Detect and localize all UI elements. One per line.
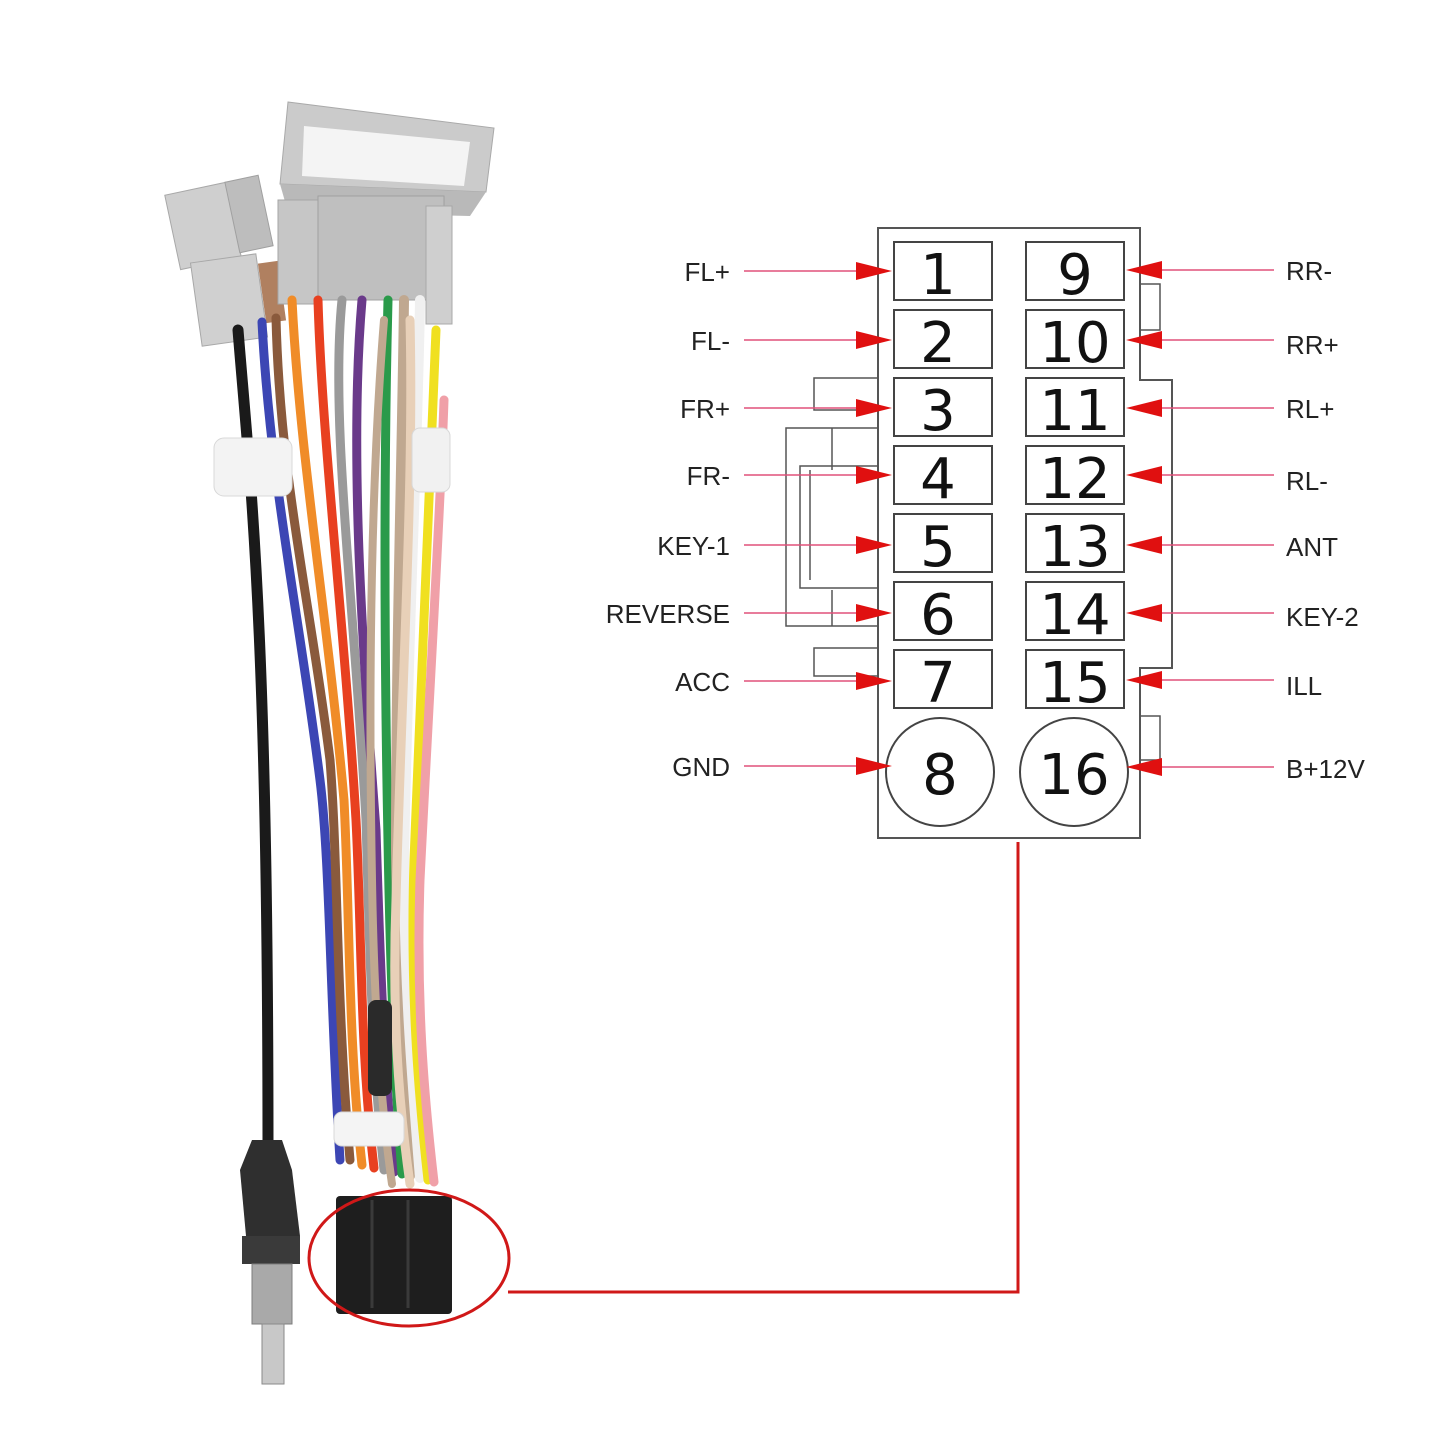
pin-11: 11 [1025, 377, 1125, 444]
pin-label: FL+ [684, 257, 730, 287]
pin-14: 14 [1025, 581, 1125, 648]
pinout-diagram: 1 2 3 4 5 6 7 [606, 227, 1365, 839]
harness-end-connector [336, 1196, 452, 1314]
pin-12: 12 [1025, 445, 1125, 512]
pin-15: 15 [1025, 649, 1125, 716]
pin-label: GND [672, 752, 730, 782]
arrow-icon [856, 757, 892, 775]
pin-number: 2 [920, 311, 956, 376]
pin-label: B+12V [1286, 754, 1365, 784]
cable-tie [411, 427, 451, 493]
pin-number: 12 [1039, 447, 1110, 512]
heat-shrink [368, 1000, 392, 1096]
pin-label: ANT [1286, 532, 1338, 562]
arrow-icon [1126, 331, 1162, 349]
arrow-icon [1126, 466, 1162, 484]
pin-number: 5 [920, 515, 956, 580]
cable-tie [213, 437, 293, 497]
pin-number: 10 [1039, 311, 1110, 376]
pin-5: 5 [893, 513, 993, 580]
cable-tie [333, 1111, 405, 1147]
pin-number: 9 [1057, 243, 1093, 308]
arrow-icon [856, 262, 892, 280]
arrow-icon [856, 331, 892, 349]
arrow-icon [1126, 758, 1162, 776]
pin-2: 2 [893, 309, 993, 376]
arrow-icon [856, 399, 892, 417]
callout-ellipse [307, 1188, 511, 1328]
arrow-icon [1126, 399, 1162, 417]
pin-number: 15 [1039, 651, 1110, 716]
arrow-icon [856, 466, 892, 484]
pin-label: RL+ [1286, 394, 1334, 424]
right-pin-column: 9 10 11 12 13 14 [1019, 241, 1129, 827]
pin-6: 6 [893, 581, 993, 648]
harness-illustration [164, 101, 1020, 1385]
main-connector [277, 101, 495, 325]
pin-10: 10 [1025, 309, 1125, 376]
callout-line [508, 842, 1020, 1294]
pin-label: RL- [1286, 466, 1328, 496]
pin-8: 8 [885, 717, 995, 827]
arrow-icon [856, 536, 892, 554]
pin-label: ILL [1286, 671, 1322, 701]
pin-label: FL- [691, 326, 730, 356]
pin-4: 4 [893, 445, 993, 512]
pin-number: 14 [1039, 583, 1110, 648]
left-leaders: FL+ FL- FR+ FR- KEY-1 REVERSE ACC GND [606, 257, 892, 782]
pin-number: 16 [1038, 743, 1109, 808]
pin-number: 8 [922, 743, 958, 808]
pin-3: 3 [893, 377, 993, 444]
right-leaders: RR- RR+ RL+ RL- ANT KEY-2 ILL B+12V [1126, 256, 1365, 784]
pin-label: FR+ [680, 394, 730, 424]
arrow-icon [1126, 671, 1162, 689]
pin-label: FR- [687, 461, 730, 491]
pin-number: 4 [920, 447, 956, 512]
pin-9: 9 [1025, 241, 1125, 308]
left-pin-column: 1 2 3 4 5 6 7 [885, 241, 995, 827]
pin-label: RR+ [1286, 330, 1339, 360]
pin-label: KEY-2 [1286, 602, 1359, 632]
arrow-icon [1126, 261, 1162, 279]
arrow-icon [856, 672, 892, 690]
pin-label: RR- [1286, 256, 1332, 286]
arrow-icon [1126, 604, 1162, 622]
pin-1: 1 [893, 241, 993, 308]
pin-number: 11 [1039, 379, 1110, 444]
pin-number: 7 [920, 651, 956, 716]
pin-7: 7 [893, 649, 993, 716]
pin-label: REVERSE [606, 599, 730, 629]
pin-label: ACC [675, 667, 730, 697]
pin-16: 16 [1019, 717, 1129, 827]
antenna-plug [240, 1140, 300, 1385]
pin-number: 13 [1039, 515, 1110, 580]
arrow-icon [1126, 536, 1162, 554]
pin-13: 13 [1025, 513, 1125, 580]
pin-number: 3 [920, 379, 956, 444]
small-connector [164, 174, 287, 347]
arrow-icon [856, 604, 892, 622]
pin-number: 1 [920, 243, 956, 308]
pin-number: 6 [920, 583, 956, 648]
pin-label: KEY-1 [657, 531, 730, 561]
